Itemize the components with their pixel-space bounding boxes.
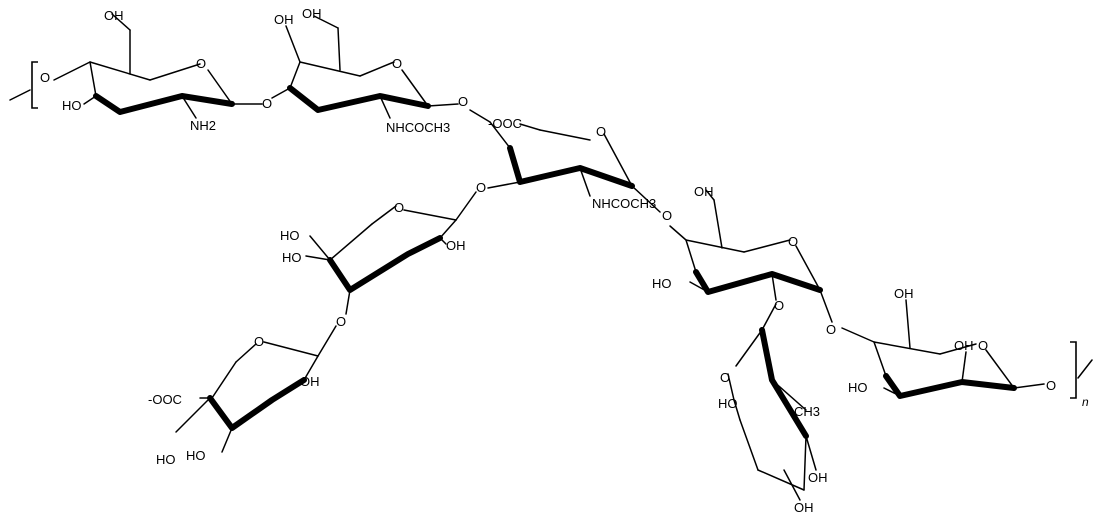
right-repeat-bracket: n [1070, 341, 1093, 409]
hydroxyl-label: OH [894, 286, 914, 301]
hydroxyl-label: OH [300, 374, 320, 389]
ring-oxygen: O [196, 56, 206, 71]
hydroxyl-label: HO [280, 228, 300, 243]
acetamido-label: NHCOCH3 [386, 120, 450, 135]
hydroxyl-label: HO [62, 98, 82, 113]
linkage-oxygen: O [662, 208, 672, 223]
amino-label: NH2 [190, 118, 216, 133]
hydroxyl-label: OH [808, 470, 828, 485]
ring-oxygen: O [978, 338, 988, 353]
carboxylate-label: -OOC [148, 392, 182, 407]
linkage-oxygen: O [336, 314, 346, 329]
hydroxyl-label: HO [186, 448, 206, 463]
ring-oxygen: O [394, 200, 404, 215]
ring-deoxy-sugar: O HO CH3 OH OH [718, 303, 828, 515]
hydroxyl-label: HO [848, 380, 868, 395]
hydroxyl-label: OH [794, 500, 814, 515]
ring-oxygen: O [254, 334, 264, 349]
linkage-oxygen: O [476, 180, 486, 195]
hydroxyl-label: OH [446, 238, 466, 253]
linkage-oxygen: O [262, 96, 272, 111]
repeat-count-label: n [1082, 395, 1089, 409]
methyl-label: CH3 [794, 404, 820, 419]
ring-glucosamine: O OH HO NH2 O O [40, 8, 272, 133]
hydroxyl-label: OH [954, 338, 974, 353]
acetamido-label: NHCOCH3 [592, 196, 656, 211]
ring-oxygen: O [720, 370, 730, 385]
ring-hexose-terminal: O OH OH HO O [841, 286, 1056, 399]
hydroxyl-label: HO [156, 452, 176, 467]
linkage-oxygen: O [826, 322, 836, 337]
hydroxyl-label: HO [718, 396, 738, 411]
hydroxyl-label: OH [694, 184, 714, 199]
hydroxyl-label: OH [104, 8, 124, 23]
left-repeat-bracket [9, 61, 38, 109]
linkage-oxygen: O [40, 70, 50, 85]
ring-oxygen: O [596, 124, 606, 139]
ring-aminouronic-acid: -OOC O NHCOCH3 O O [469, 109, 672, 223]
ring-hexose-branch: O HO HO OH O [280, 191, 477, 329]
ring-n-acetylhexosamine: O OH OH NHCOCH3 O [271, 6, 468, 135]
hydroxyl-label: HO [282, 250, 302, 265]
ring-oxygen: O [788, 234, 798, 249]
hydroxyl-label: OH [302, 6, 322, 21]
ring-oxygen: O [392, 56, 402, 71]
ring-uronic-acid-branch: -OOC O OH HO HO [148, 325, 337, 467]
carboxylate-label: -OOC [488, 116, 522, 131]
hydroxyl-label: HO [652, 276, 672, 291]
linkage-oxygen: O [458, 94, 468, 109]
hydroxyl-label: OH [274, 12, 294, 27]
linkage-oxygen: O [774, 298, 784, 313]
ring-hexose-main: O OH HO O O [652, 184, 836, 337]
linkage-oxygen: O [1046, 378, 1056, 393]
